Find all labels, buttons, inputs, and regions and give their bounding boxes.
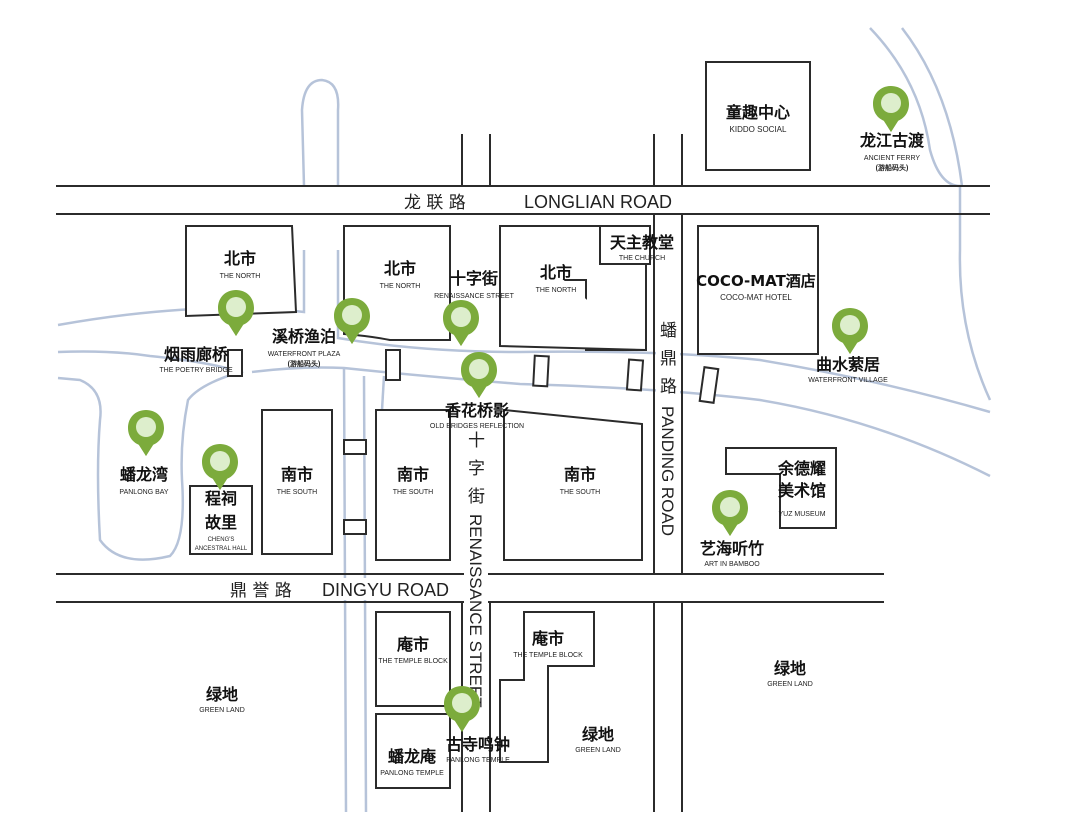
block-panlong-temple-zh: 蟠龙庵: [388, 747, 437, 766]
pin-old-bridges-reflection-icon[interactable]: [461, 352, 497, 398]
bridges: [227, 349, 720, 535]
block-south-1-en: THE SOUTH: [277, 489, 317, 496]
block-south-2-en: THE SOUTH: [393, 489, 433, 496]
pin-chengs-hall-en: CHENG'S: [208, 537, 235, 543]
block-yuz-museum-en: YUZ MUSEUM: [778, 511, 825, 518]
pin-poetry-bridge-en: THE POETRY BRIDGE: [159, 367, 233, 374]
renaissance-street-label-zh-3: 街: [468, 487, 485, 507]
pin-waterfront-plaza-zh: 溪桥渔泊: [272, 327, 336, 346]
pin-renaissance-street-en: RENAISSANCE STREET: [434, 293, 514, 300]
block-kiddo-social-en: KIDDO SOCIAL: [730, 125, 787, 134]
pin-waterfront-village-zh: 曲水萦居: [816, 355, 880, 374]
block-temple-2-en: THE TEMPLE BLOCK: [513, 652, 583, 659]
panding-road-label-zh-2: 鼎: [660, 349, 677, 369]
river-northeast: [869, 27, 992, 401]
pin-ancient-ferry-en-2: (游船码头): [876, 163, 909, 172]
green-land-1-zh: 绿地: [206, 685, 238, 704]
renaissance-street-label-zh-1: 十: [468, 431, 485, 451]
longlian-road-label-en: LONGLIAN ROAD: [524, 192, 672, 212]
pin-renaissance-street-zh: 十字街: [450, 269, 498, 288]
dingyu-road-label-en: DINGYU ROAD: [322, 580, 449, 600]
pin-chengs-hall-en-2: ANCESTRAL HALL: [195, 546, 248, 552]
green-land-1-en: GREEN LAND: [199, 707, 245, 714]
block-church-en: THE CHURCH: [619, 255, 665, 262]
block-north-3-en: THE NORTH: [536, 287, 577, 294]
block-yuz-museum-zh-2: 美术馆: [778, 481, 826, 500]
block-north-2-zh: 北市: [384, 259, 416, 278]
block-coco-mat-en: COCO-MAT HOTEL: [720, 293, 792, 302]
block-north-3-zh: 北市: [540, 263, 572, 282]
pin-art-in-bamboo-icon[interactable]: [712, 490, 748, 536]
pin-waterfront-plaza-en: WATERFRONT PLAZA: [268, 351, 341, 358]
block-south-3-zh: 南市: [564, 465, 596, 484]
pin-panlong-temple-bell-zh: 古寺鸣钟: [446, 735, 510, 754]
dingyu-road-label-zh: 鼎 誉 路: [230, 581, 292, 601]
pin-panlong-bay-en: PANLONG BAY: [119, 489, 168, 496]
pin-chengs-hall-zh: 程祠: [205, 489, 237, 508]
road-labels: 龙 联 路 LONGLIAN ROAD 鼎 誉 路 DINGYU ROAD 蟠 …: [224, 190, 680, 708]
canal-south-bank: [251, 366, 991, 478]
block-coco-mat-zh: COCO-MAT酒店: [696, 272, 816, 290]
block-north-1-zh: 北市: [224, 249, 256, 268]
pin-old-bridges-reflection-en: OLD BRIDGES REFLECTION: [430, 423, 524, 430]
pin-waterfront-village-icon[interactable]: [832, 308, 868, 354]
block-south-2-zh: 南市: [397, 465, 429, 484]
block-temple-2-zh: 庵市: [532, 629, 564, 648]
panding-road-label-zh-3: 路: [660, 377, 677, 397]
panding-road-label-en: PANDING ROAD: [658, 406, 677, 536]
block-temple-1-zh: 庵市: [397, 635, 429, 654]
pin-chengs-hall-icon[interactable]: [202, 444, 238, 490]
pin-art-in-bamboo-en: ART IN BAMBOO: [704, 561, 760, 568]
block-north-1-en: THE NORTH: [220, 273, 261, 280]
pin-art-in-bamboo-zh: 艺海听竹: [700, 539, 764, 558]
block-labels: 童趣中心 KIDDO SOCIAL 北市 THE NORTH 北市 THE NO…: [199, 103, 826, 777]
river-north-loop: [300, 78, 340, 187]
pin-poetry-bridge-icon[interactable]: [218, 290, 254, 336]
pin-old-bridges-reflection-zh: 香花桥影: [444, 401, 509, 420]
blocks: [185, 61, 837, 789]
pin-waterfront-village-en: WATERFRONT VILLAGE: [808, 377, 888, 384]
green-land-2-zh: 绿地: [582, 725, 614, 744]
green-land-2-en: GREEN LAND: [575, 747, 621, 754]
panding-road-label-zh-1: 蟠: [660, 321, 677, 341]
block-panlong-temple-en: PANLONG TEMPLE: [380, 770, 444, 777]
green-land-3-zh: 绿地: [774, 659, 806, 678]
panlong-bay-loop: [57, 350, 245, 561]
block-south-1-zh: 南市: [281, 465, 313, 484]
pin-panlong-temple-bell-en: PANLONG TEMPLE: [446, 757, 510, 764]
block-church-zh: 天主教堂: [610, 233, 674, 252]
pin-panlong-bay-icon[interactable]: [128, 410, 164, 456]
pin-labels: 龙江古渡 ANCIENT FERRY (游船码头) 烟雨廊桥 THE POETR…: [119, 131, 925, 764]
block-yuz-museum-zh: 余德耀: [777, 459, 826, 478]
pin-ancient-ferry-icon[interactable]: [873, 86, 909, 132]
pins: [128, 86, 909, 732]
pin-chengs-hall-zh-2: 故里: [205, 513, 237, 532]
green-land-3-en: GREEN LAND: [767, 681, 813, 688]
pin-ancient-ferry-zh: 龙江古渡: [859, 131, 925, 150]
renaissance-street-label-en: RENAISSANCE STREET: [466, 514, 485, 708]
pin-panlong-bay-zh: 蟠龙湾: [120, 465, 168, 484]
block-kiddo-social-zh: 童趣中心: [726, 103, 790, 122]
longlian-road-label-zh: 龙 联 路: [404, 193, 466, 213]
renaissance-street-label-zh-2: 字: [468, 459, 485, 479]
pin-waterfront-plaza-en-2: (游船码头): [288, 359, 321, 368]
channel-central: [380, 375, 386, 411]
pin-ancient-ferry-en: ANCIENT FERRY: [864, 155, 920, 162]
pin-poetry-bridge-zh: 烟雨廊桥: [164, 345, 229, 364]
block-south-3-en: THE SOUTH: [560, 489, 600, 496]
block-north-2-en: THE NORTH: [380, 283, 421, 290]
block-temple-1-en: THE TEMPLE BLOCK: [378, 658, 448, 665]
